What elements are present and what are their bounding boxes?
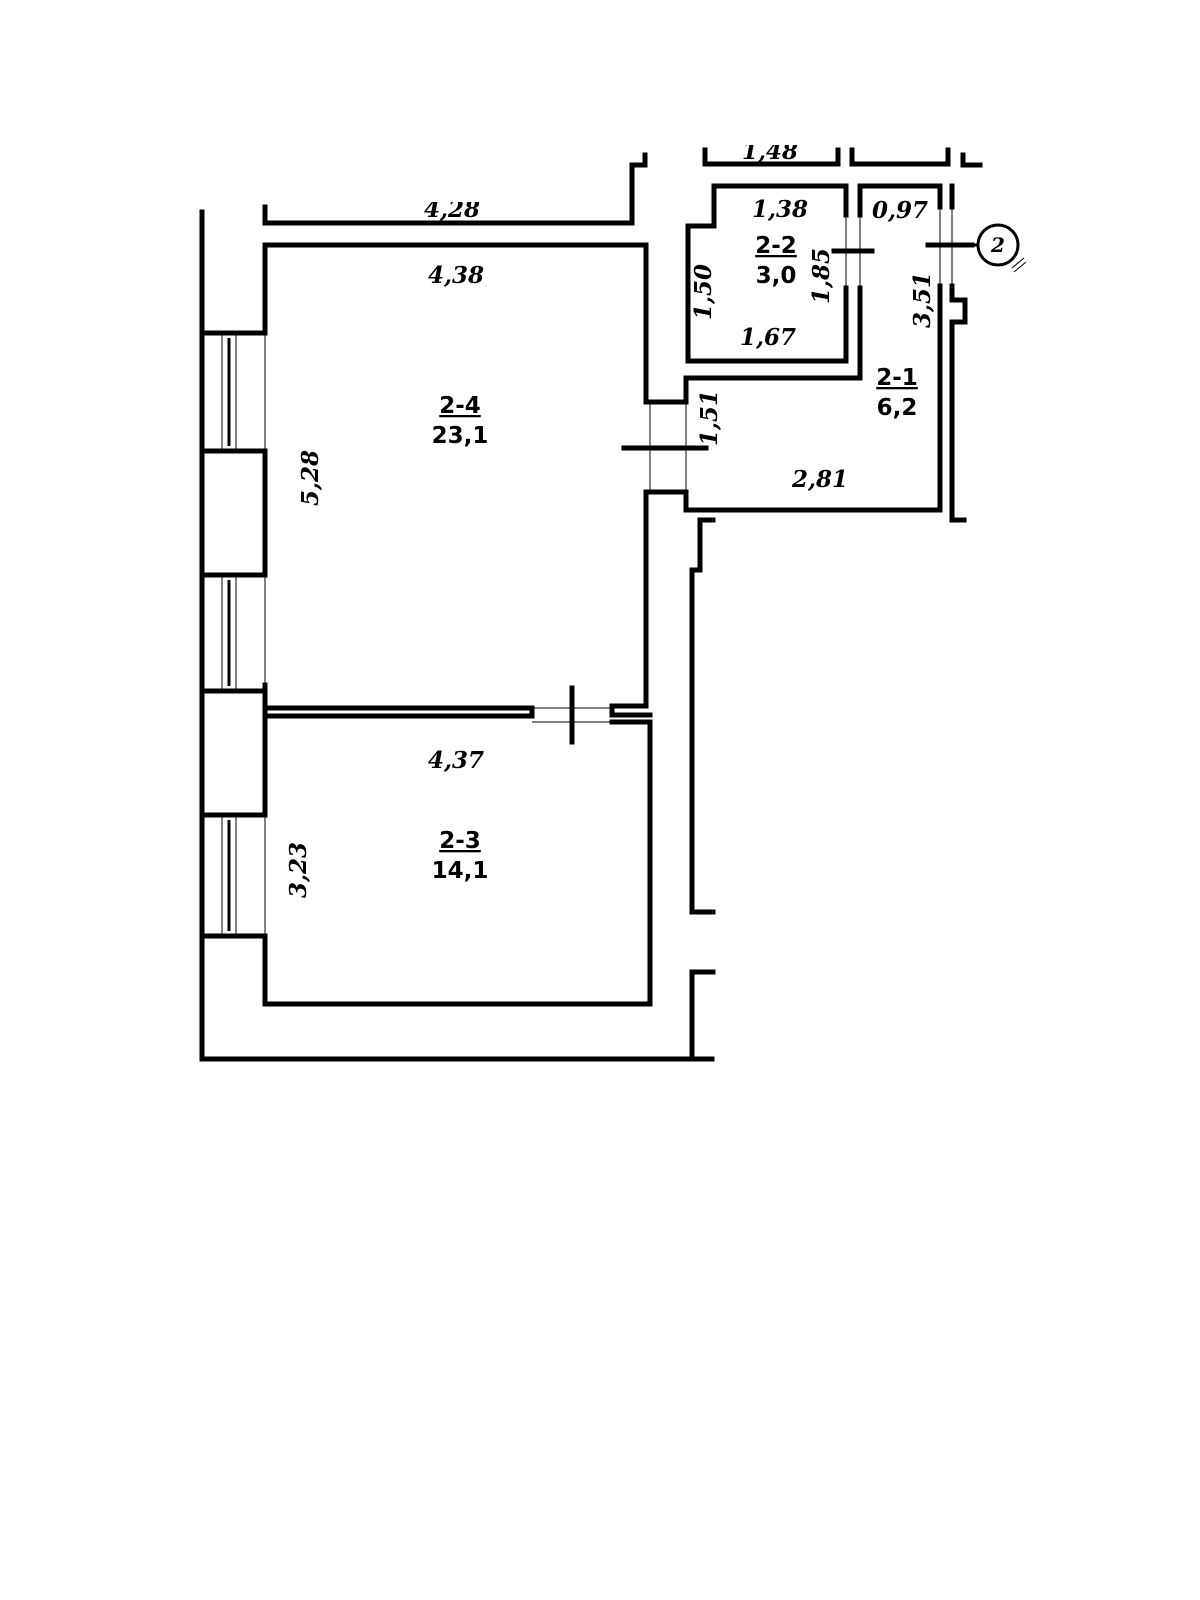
doors [532,207,975,745]
entry-jamb-bottom [949,283,968,523]
apartment-marker: 2 [972,223,1027,273]
exterior-wall-left [199,209,715,1062]
dim-2-1-top: 0,97 [872,197,928,224]
room-2-1-right [683,283,943,513]
top-wall-right-c [960,152,983,168]
room-labels: 2-4 23,1 2-3 14,1 2-2 3,0 2-1 6,2 [432,233,918,884]
dim-2-3-height: 3,23 [285,842,312,898]
pier-3 [199,688,268,818]
room-2-3-wall [262,713,535,723]
room-2-4-wall [262,242,689,405]
room-2-3-area: 14,1 [432,858,489,884]
marker-label: 2 [990,233,1005,257]
dim-2-1-left: 1,51 [696,390,723,446]
corridor-wall-right [689,517,716,915]
pier-2 [199,448,268,578]
top-wall-right-a [702,147,841,167]
room-2-2-id: 2-2 [755,233,797,259]
walls [199,147,983,1062]
room-2-3-id: 2-3 [439,828,481,854]
dim-2-2-left: 1,50 [690,264,717,320]
room-2-2-area: 3,0 [756,263,797,289]
dim-2-1-bottom: 2,81 [791,466,848,493]
room-2-1-wall [857,183,943,218]
room-2-4-bottom [262,682,535,719]
room-2-1-id: 2-1 [876,365,918,391]
dim-2-2-top: 1,38 [752,196,808,223]
room-2-3-right [262,719,653,1007]
room-2-4-id: 2-4 [439,393,481,419]
dim-2-2-bottom: 1,67 [740,324,796,351]
windows [221,333,266,936]
corridor-wall-right-lower [689,969,716,1062]
dim-2-4-height: 5,28 [297,450,324,506]
top-wall-left [262,152,648,226]
room-2-2-wall [685,183,849,364]
dimension-labels: 4,28 1,48 4,38 5,28 4,37 3,23 1,38 1,67 … [285,138,936,898]
top-wall-right-b [849,147,951,167]
room-2-4-wall-lower [609,489,689,718]
dim-2-3-width: 4,37 [428,747,484,774]
dim-2-4-width: 4,38 [428,262,484,289]
crop-mask-top-right [720,130,830,145]
room-2-1-area: 6,2 [877,395,918,421]
dim-2-1-right: 3,51 [909,272,936,328]
crop-mask-top-left [400,190,510,202]
room-2-4-area: 23,1 [432,423,489,449]
dim-2-2-right: 1,85 [808,248,835,304]
room-2-1-left [683,285,863,405]
